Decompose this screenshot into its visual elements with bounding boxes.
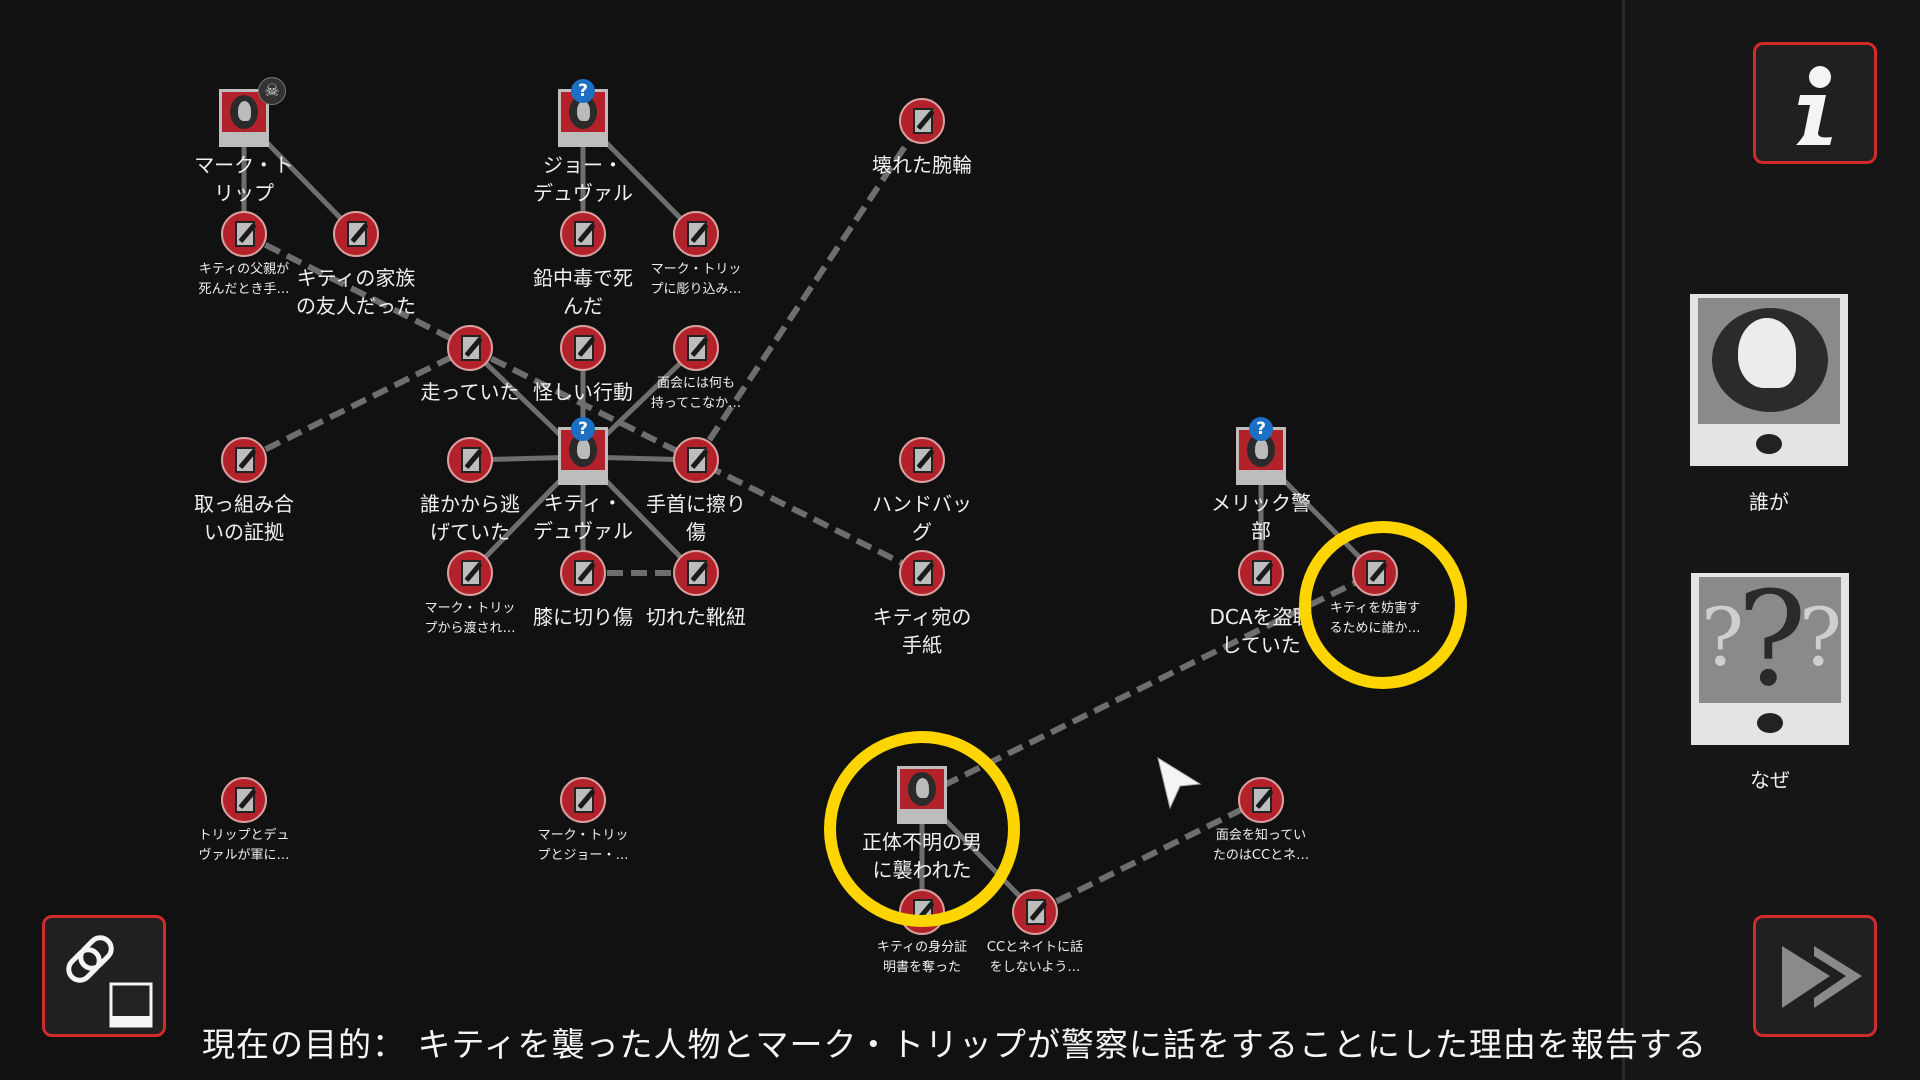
note-pencil-icon[interactable] [1238, 550, 1284, 596]
who-card[interactable] [1690, 294, 1848, 466]
node-label: CCとネイトに話 をしないよう… [986, 940, 1084, 975]
note-pencil-icon[interactable] [1352, 550, 1398, 596]
right-panel [1622, 0, 1920, 1080]
node-label: 切れた靴紐 [646, 605, 746, 629]
link-photo-icon [66, 935, 153, 1028]
note-pencil-icon[interactable] [673, 325, 719, 371]
dashed-connection [693, 119, 925, 462]
node-label: キティの身分証 明書を奪った [876, 940, 968, 975]
card-slot-dot [1756, 434, 1782, 454]
note-pencil-icon[interactable] [673, 211, 719, 257]
note-pencil-icon[interactable] [899, 98, 945, 144]
note-pencil-icon[interactable] [221, 211, 267, 257]
node-label: 手首に擦り 傷 [646, 492, 746, 544]
dashed-connection [242, 231, 472, 351]
node-label: 面会を知ってい たのはCCとネ… [1212, 828, 1310, 863]
question-badge-icon: ? [571, 417, 595, 441]
head-silhouette-icon [569, 95, 597, 129]
node-label: 走っていた [420, 380, 520, 404]
why-label: なぜ [1750, 768, 1790, 792]
note-pencil-icon[interactable] [221, 777, 267, 823]
note-pencil-icon[interactable] [560, 777, 606, 823]
card-slot-dot [1757, 713, 1783, 733]
head-silhouette-icon [908, 772, 936, 806]
node-label: マーク・ト リップ [194, 153, 294, 205]
node-label: キティの家族 の友人だった [296, 266, 416, 318]
skull-badge-icon: ☠ [258, 77, 286, 105]
node-label: 面会には何も 持ってこなか… [650, 376, 742, 411]
fast-forward-icon [1782, 946, 1862, 1008]
node-label: 取っ組み合 いの証拠 [194, 492, 294, 544]
portrait-frame [900, 769, 944, 809]
node-label: 壊れた腕輪 [872, 153, 972, 177]
note-pencil-icon[interactable] [1012, 889, 1058, 935]
note-pencil-icon[interactable] [673, 550, 719, 596]
node-label: キティの父親が 死んだとき手… [198, 262, 290, 297]
dashed-connection [242, 345, 472, 463]
note-pencil-icon[interactable] [899, 550, 945, 596]
node-label: 正体不明の男 に襲われた [862, 830, 982, 882]
note-pencil-icon[interactable] [447, 550, 493, 596]
note-pencil-icon[interactable] [560, 325, 606, 371]
info-icon [1796, 66, 1832, 145]
question-marks-icon: ? ? ? [1699, 577, 1841, 703]
note-pencil-icon[interactable] [1238, 777, 1284, 823]
note-pencil-icon[interactable] [560, 211, 606, 257]
head-silhouette-icon [230, 95, 258, 129]
note-pencil-icon[interactable] [447, 325, 493, 371]
note-pencil-icon[interactable] [221, 437, 267, 483]
node-label: ハンドバッ グ [872, 492, 972, 544]
deduction-board: ☠ マーク・ト リップ? ジョー・ デュヴァル 壊れた腕輪キティの父親が 死んだとき手… [194, 77, 1467, 975]
node-label: キティ宛の 手紙 [872, 605, 972, 657]
node-label: 怪しい行動 [533, 380, 633, 404]
note-pencil-icon[interactable] [560, 550, 606, 596]
who-label: 誰が [1749, 490, 1789, 514]
question-badge-icon: ? [571, 79, 595, 103]
question-badge-icon: ? [1249, 417, 1273, 441]
node-label: ジョー・ デュヴァル [533, 153, 633, 205]
mouse-pointer-icon [1157, 756, 1202, 810]
node-label: 膝に切り傷 [533, 605, 633, 629]
head-silhouette-icon [1698, 298, 1840, 424]
note-pencil-icon[interactable] [673, 437, 719, 483]
note-pencil-icon[interactable] [899, 889, 945, 935]
portrait-frame [222, 92, 266, 132]
link-photo-button[interactable] [42, 915, 166, 1037]
node-label: メリック警 部 [1211, 491, 1311, 543]
portrait-icon[interactable] [897, 766, 947, 824]
node-label: DCAを盗聴 していた [1209, 605, 1313, 657]
current-objective: 現在の目的： キティを襲った人物とマーク・トリップが警察に話をすることにした理由… [202, 1025, 1707, 1064]
portrait-icon[interactable] [219, 89, 269, 147]
node-label: マーク・トリッ プとジョー・… [537, 828, 629, 863]
node-label: キティを妨害す るために誰か… [1329, 601, 1421, 636]
dashed-connection [1033, 797, 1263, 915]
note-pencil-icon[interactable] [333, 211, 379, 257]
node-label: キティ・ デュヴァル [533, 491, 633, 543]
node-label: トリップとデュ ヴァルが軍に… [198, 828, 290, 863]
note-pencil-icon[interactable] [899, 437, 945, 483]
node-label: マーク・トリッ プに彫り込み… [650, 262, 742, 297]
info-button[interactable] [1753, 42, 1877, 164]
fast-forward-button[interactable] [1753, 915, 1877, 1037]
why-card[interactable]: ? ? ? [1691, 573, 1849, 745]
node-label: 鉛中毒で死 んだ [533, 266, 633, 318]
note-pencil-icon[interactable] [447, 437, 493, 483]
node-label: 誰かから逃 げていた [420, 492, 520, 544]
node-label: マーク・トリッ プから渡され… [424, 601, 516, 636]
